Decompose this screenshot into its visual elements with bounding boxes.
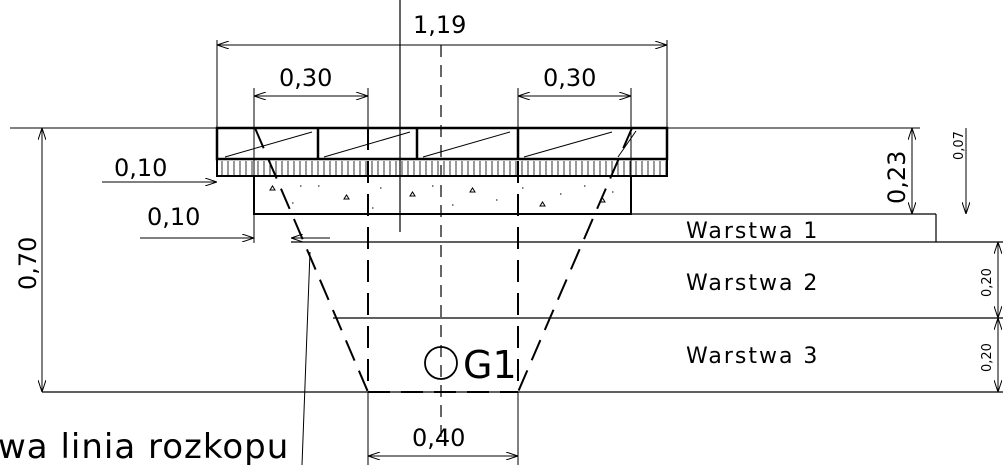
dimension-right-width [517, 88, 632, 176]
dimension-left-width [253, 88, 369, 176]
excavation-label: wa linia rozkopu [0, 427, 289, 465]
layer-2-label: Warstwa 2 [686, 271, 819, 296]
left-offset-upper-label: 0,10 [114, 154, 167, 182]
dimension-total-depth [10, 127, 217, 392]
axis-lines [399, 0, 442, 445]
aggregate-mark [469, 187, 476, 193]
pavement-depth-label: 0,23 [883, 151, 911, 204]
excavation-leader-line [301, 251, 311, 465]
top-layer-depth-label: 0,07 [952, 131, 967, 160]
total-depth-label: 0,70 [14, 237, 42, 290]
left-width-label: 0,30 [279, 64, 332, 92]
layer3-depth-label: 0,20 [980, 343, 995, 372]
layer-3-label: Warstwa 3 [686, 344, 819, 369]
pavement-slab [215, 126, 669, 161]
concrete-base-layer [253, 175, 632, 215]
pipe-g1-label: G1 [463, 343, 517, 387]
dimension-bottom-width [367, 392, 519, 465]
aggregate-mark [269, 185, 276, 191]
left-offset-lower-label: 0,10 [147, 203, 200, 231]
layer2-depth-label: 0,20 [980, 268, 995, 297]
dimension-pavement-depth [667, 127, 920, 214]
total-width-label: 1,19 [413, 11, 466, 39]
layer-1-label: Warstwa 1 [686, 219, 819, 244]
aggregate-mark [409, 191, 416, 197]
right-width-label: 0,30 [543, 64, 596, 92]
trench-outline [254, 127, 633, 393]
pipe-g1-symbol [424, 346, 458, 380]
aggregate-mark [539, 201, 546, 207]
bottom-width-label: 0,40 [412, 424, 465, 452]
dimension-left-offset-lower [140, 214, 330, 243]
dimension-total-width [216, 40, 668, 128]
layer-boundaries [42, 213, 1003, 393]
sand-bedding-layer [216, 158, 668, 177]
aggregate-mark [343, 194, 350, 200]
